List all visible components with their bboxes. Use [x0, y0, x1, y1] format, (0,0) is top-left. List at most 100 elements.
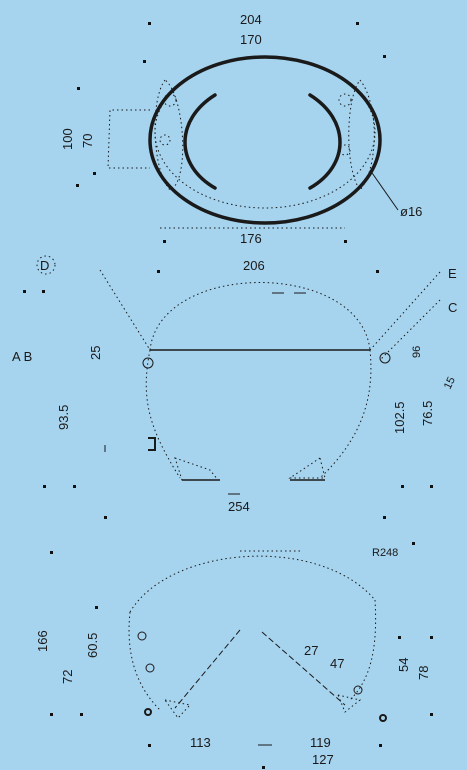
side-mark-1 — [50, 551, 53, 554]
dim-204: 204 — [240, 12, 262, 27]
dim-119: 119 — [310, 735, 331, 750]
side-right-body — [349, 599, 377, 701]
front-left-clip — [148, 437, 156, 451]
front-mark-6 — [73, 485, 76, 488]
side-bowl-arc — [129, 555, 376, 613]
side-mark-7 — [379, 744, 382, 747]
front-mark-9 — [430, 485, 433, 488]
side-right-strut — [261, 631, 346, 706]
dim-47: 47 — [330, 656, 344, 671]
front-right-pad — [288, 457, 326, 479]
top-left-handle — [107, 109, 150, 169]
side-view: R248 166 60.5 72 27 47 54 78 113 119 127 — [35, 542, 433, 769]
dim-113: 113 — [190, 735, 211, 750]
dim-54: 54 — [396, 658, 411, 672]
dim-15: 15 — [442, 375, 458, 391]
dim-70: 70 — [80, 134, 95, 148]
dim-R248: R248 — [372, 547, 398, 559]
dim-93-5: 93.5 — [56, 405, 71, 430]
front-right-arm — [319, 349, 372, 479]
dim-127: 127 — [312, 752, 334, 767]
top-right-blob — [348, 79, 375, 191]
top-screw-2 — [338, 93, 352, 107]
front-mark-8 — [401, 485, 404, 488]
dim-27: 27 — [304, 643, 318, 658]
front-view: D E C A B 206 25 93.5 254 96 15 102.5 76… — [12, 255, 458, 519]
front-leader-D — [99, 269, 151, 351]
front-mark-4 — [376, 270, 379, 273]
front-bowl-arc — [149, 282, 371, 351]
dim-76-5: 76.5 — [420, 401, 435, 426]
label-C: C — [448, 300, 457, 315]
front-hinge-left — [142, 357, 154, 369]
top-mark-9 — [143, 60, 146, 63]
front-mark-7 — [104, 516, 107, 519]
side-screw-1 — [137, 631, 147, 641]
side-left-body — [128, 611, 161, 711]
side-left-strut — [174, 629, 241, 709]
top-left-blob — [154, 79, 184, 191]
side-screw-2 — [145, 663, 155, 673]
label-D: D — [40, 258, 49, 273]
dim-96: 96 — [411, 346, 423, 358]
side-mark-2 — [95, 606, 98, 609]
dim-60-5: 60.5 — [85, 633, 100, 658]
label-E: E — [448, 266, 457, 281]
side-mark-3 — [50, 713, 53, 716]
side-screw-5 — [379, 714, 387, 722]
front-hinge-right — [379, 352, 391, 364]
top-leader-phi16 — [369, 169, 399, 211]
top-screw-1 — [163, 93, 177, 107]
top-outer-rim — [148, 55, 382, 225]
top-view: 204 170 100 70 176 ø16 — [60, 12, 422, 246]
label-D-circle — [36, 255, 56, 275]
front-mark-10 — [383, 516, 386, 519]
top-mark-8 — [383, 55, 386, 58]
dim-25: 25 — [88, 346, 103, 360]
side-mark-5 — [148, 744, 151, 747]
top-mark-1 — [148, 22, 151, 25]
top-screw-4 — [339, 144, 351, 156]
dim-78: 78 — [416, 666, 431, 680]
dim-phi16: ø16 — [400, 204, 422, 219]
top-screw-3 — [159, 134, 171, 146]
dim-72: 72 — [60, 670, 75, 684]
front-leader-C — [379, 299, 441, 361]
top-mark-7 — [344, 240, 347, 243]
side-left-leg — [163, 699, 191, 719]
front-mark-3 — [157, 270, 160, 273]
dim-170: 170 — [240, 32, 262, 47]
front-mark-5 — [43, 485, 46, 488]
top-mark-6 — [163, 240, 166, 243]
side-mark-8 — [398, 636, 401, 639]
top-mark-4 — [93, 172, 96, 175]
dim-100: 100 — [60, 128, 75, 150]
dim-206: 206 — [243, 258, 265, 273]
top-mark-2 — [356, 22, 359, 25]
side-mark-10 — [430, 713, 433, 716]
dim-254: 254 — [228, 499, 250, 514]
side-mark-9 — [430, 636, 433, 639]
front-mark-1 — [23, 290, 26, 293]
top-dotted-outline — [154, 55, 376, 209]
side-mark-11 — [412, 542, 415, 545]
side-mark-4 — [80, 713, 83, 716]
front-left-arm — [145, 349, 181, 479]
top-inner-arc-right — [308, 93, 342, 190]
dim-176: 176 — [240, 231, 262, 246]
side-screw-3 — [353, 685, 363, 695]
side-mark-6 — [262, 766, 265, 769]
side-screw-4 — [144, 708, 152, 716]
front-left-pad — [174, 457, 220, 481]
side-right-leg — [337, 694, 362, 713]
dim-166: 166 — [35, 630, 50, 652]
front-mark-2 — [42, 290, 45, 293]
top-mark-5 — [76, 184, 79, 187]
top-mark-3 — [77, 87, 80, 90]
label-AB: A B — [12, 349, 32, 364]
top-inner-arc-left — [183, 93, 217, 190]
front-leader-E — [369, 271, 441, 351]
dim-102-5: 102.5 — [392, 401, 407, 434]
